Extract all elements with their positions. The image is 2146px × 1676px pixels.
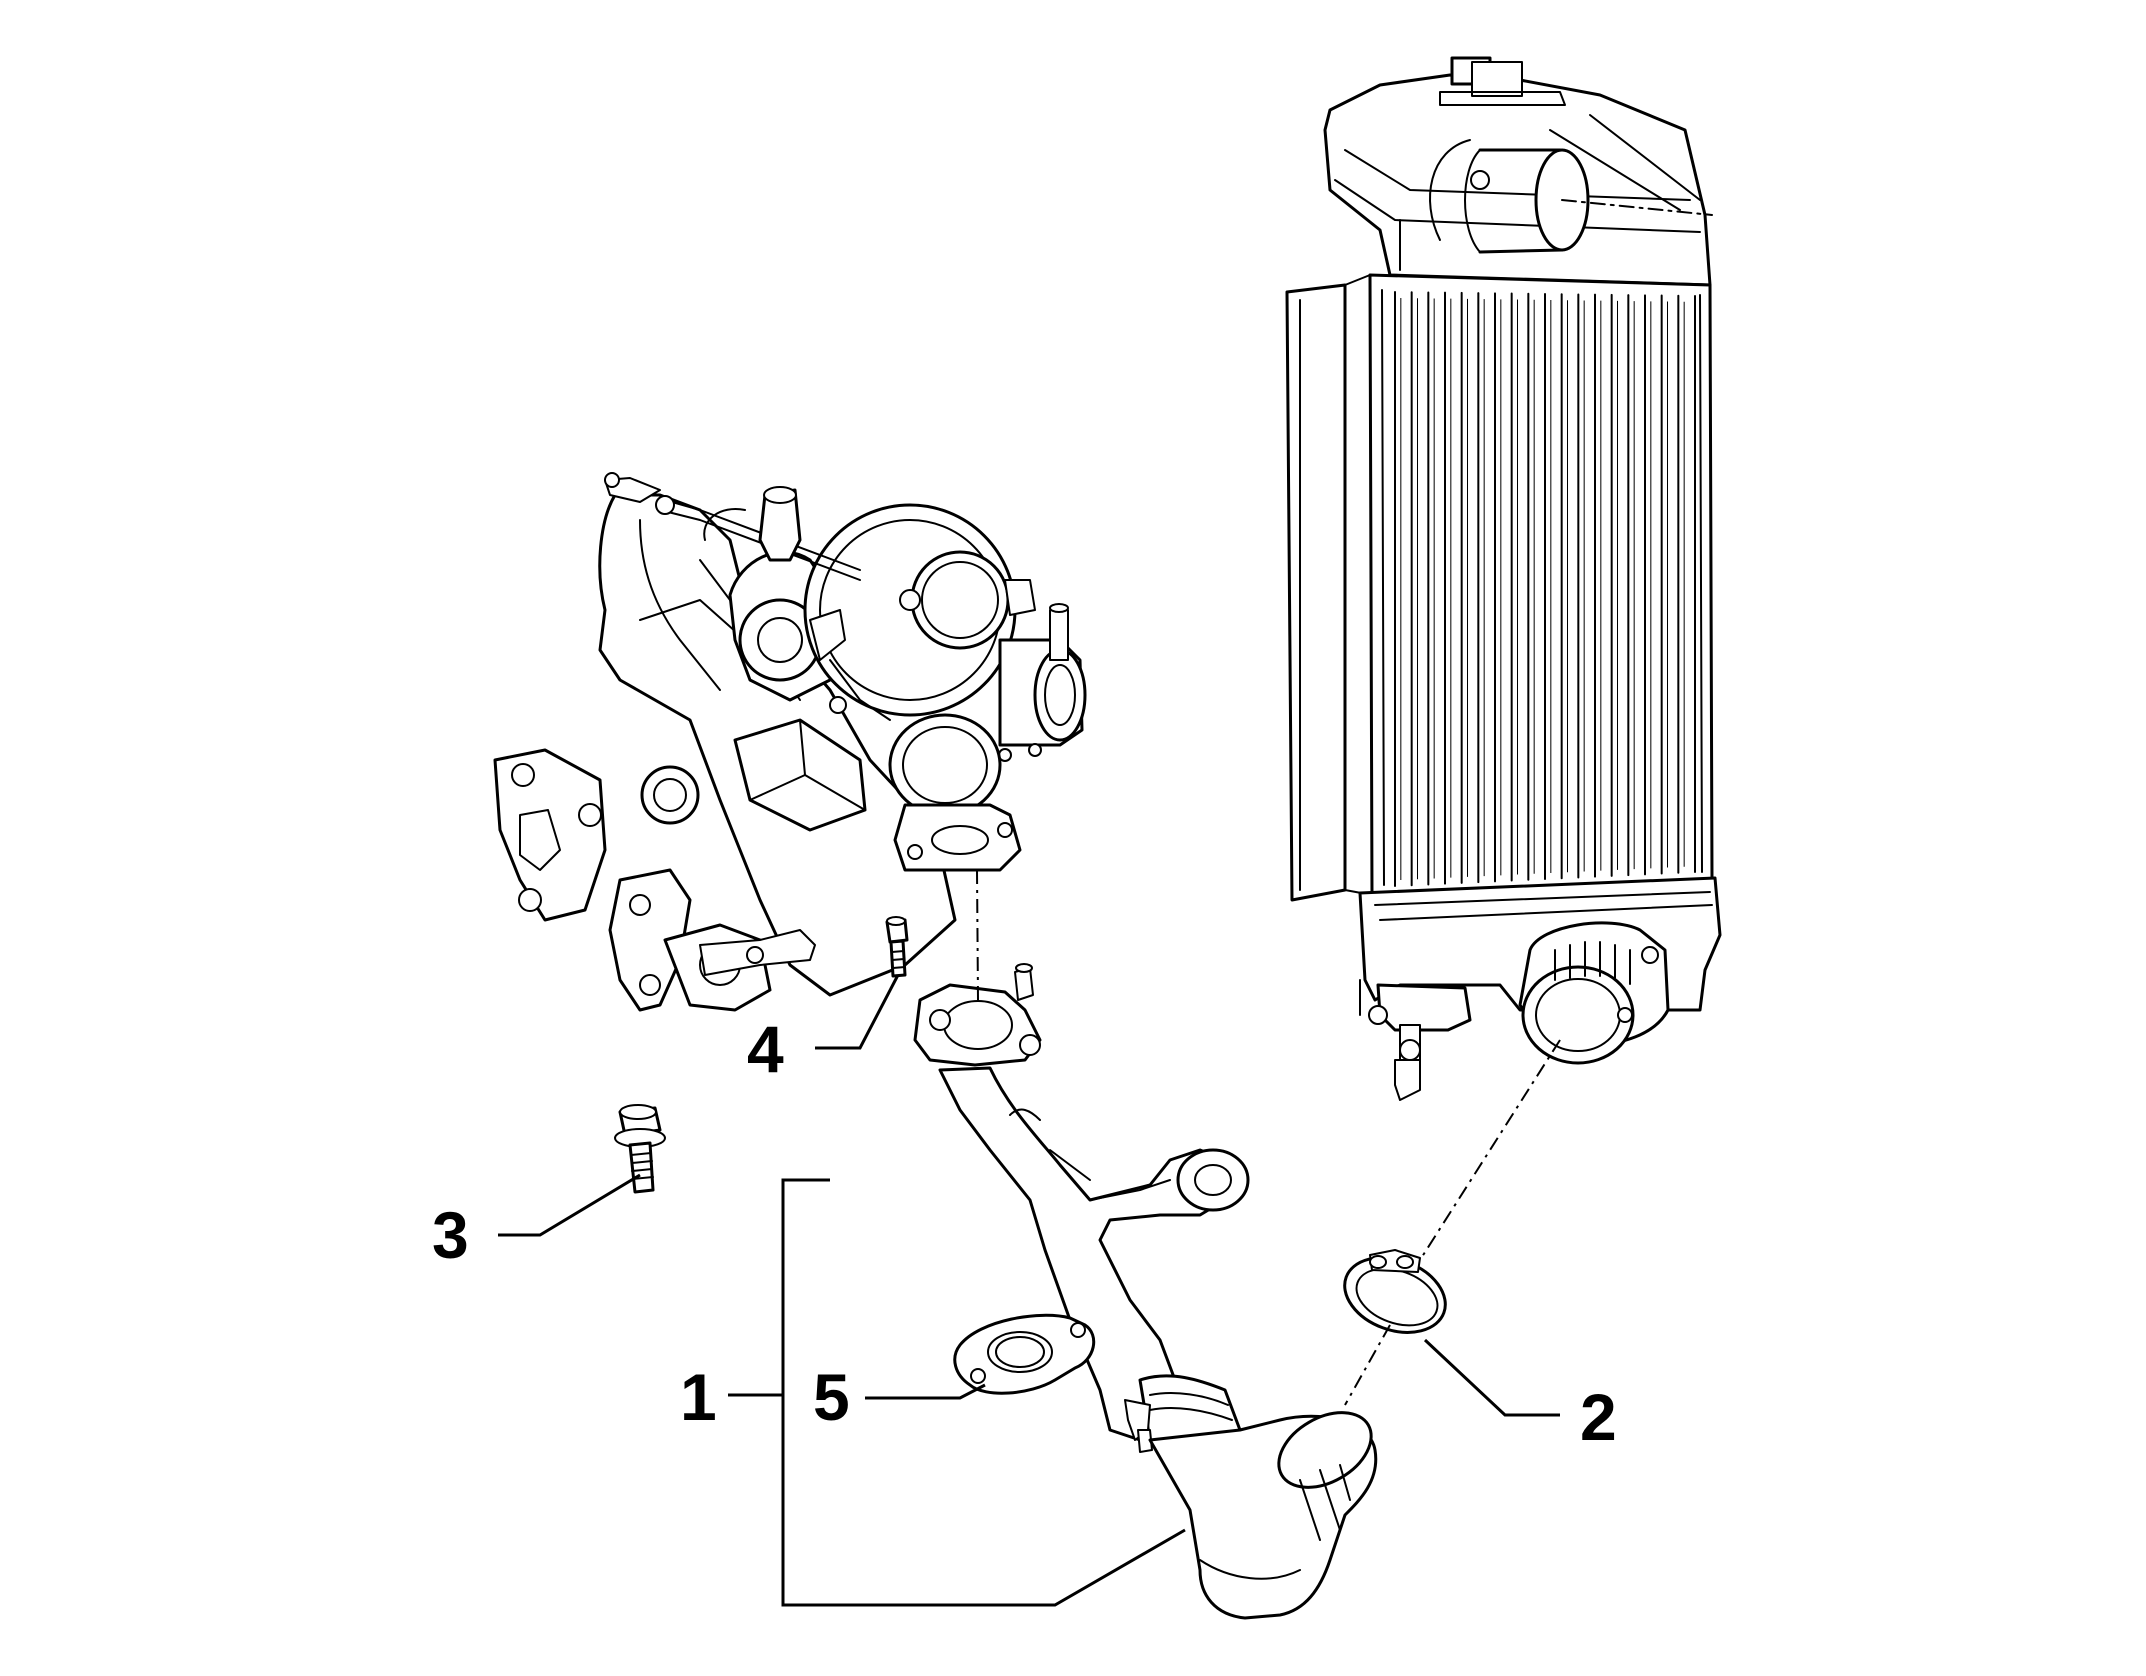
callout-1: 1 [680, 1360, 717, 1434]
leader-line-4 [815, 974, 900, 1050]
leader-line-5 [865, 1383, 986, 1400]
hose-clamp [1343, 1249, 1447, 1334]
intercooler-bottom-tank [1358, 876, 1722, 1101]
pipe-flange-gasket [953, 1313, 1096, 1395]
assembly-line-intercooler-clamp [1419, 1039, 1561, 1261]
callout-4: 4 [747, 1012, 784, 1086]
intercooler-core-fins [1394, 291, 1696, 887]
assembly-line-turbo-pipe [976, 869, 979, 1001]
flange-bolt [614, 1104, 666, 1194]
intercooler [1285, 56, 1714, 902]
leader-line-1 [781, 1178, 1186, 1607]
leader-line-2 [1423, 1338, 1560, 1417]
turbocharger-assembly [493, 472, 1087, 1012]
callout-3: 3 [432, 1198, 469, 1272]
leader-line-3 [498, 1173, 641, 1237]
small-bolt [885, 916, 909, 978]
callout-2: 2 [1580, 1380, 1617, 1454]
intercooler-inlet-pipe [913, 963, 1378, 1620]
assembly-line-clamp-pipe [1344, 1324, 1391, 1406]
callout-5: 5 [813, 1360, 850, 1434]
